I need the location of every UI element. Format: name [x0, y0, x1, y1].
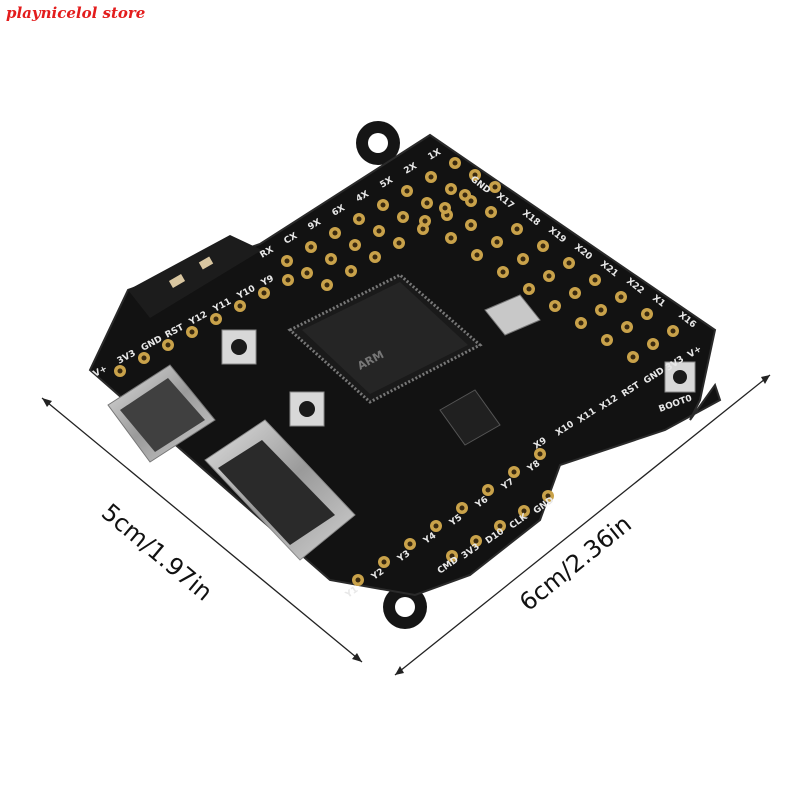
pad-top-left-hole	[285, 277, 291, 283]
micro-usb-port	[107, 364, 216, 463]
pad-grid-hole	[630, 354, 636, 360]
pad-grid-hole	[400, 214, 406, 220]
pad-top-left-hole	[237, 303, 243, 309]
led-1	[168, 274, 186, 288]
pad-bottom-inner-hole	[497, 523, 503, 529]
reset-button	[221, 329, 257, 365]
pad-grid-hole	[420, 226, 426, 232]
pad-grid-hole	[526, 286, 532, 292]
pad-grid-hole	[352, 242, 358, 248]
pad-grid-hole	[650, 341, 656, 347]
pad-grid-hole	[520, 256, 526, 262]
pad-grid-hole	[578, 320, 584, 326]
pin-label: Y1	[343, 585, 360, 601]
pad-grid-hole	[448, 235, 454, 241]
pad-bottom-inner-hole	[473, 538, 479, 544]
pad-grid-hole	[474, 252, 480, 258]
pad-top-left-hole	[141, 355, 147, 361]
secondary-chip	[439, 389, 501, 446]
pad-grid-hole	[462, 192, 468, 198]
pad-bottom-hole	[355, 577, 361, 583]
pad-grid-hole	[428, 174, 434, 180]
pad-grid-hole	[624, 324, 630, 330]
pad-bottom-hole	[407, 541, 413, 547]
pad-grid-hole	[376, 228, 382, 234]
pad-grid-hole	[422, 218, 428, 224]
pad-grid-hole	[472, 172, 478, 178]
width-dimension-label: 5cm/1.97in	[96, 498, 218, 606]
pad-grid-hole	[514, 226, 520, 232]
pad-bottom-inner-hole	[521, 508, 527, 514]
store-watermark: playnicelol store	[6, 4, 146, 22]
pad-grid-hole	[468, 198, 474, 204]
height-arrow-start	[761, 375, 770, 384]
pad-grid-hole	[372, 254, 378, 260]
crystal-oscillator	[484, 294, 541, 336]
pad-top-left-hole	[165, 342, 171, 348]
pad-bottom-hole	[433, 523, 439, 529]
height-dimension-line	[394, 374, 771, 676]
pad-grid-hole	[284, 258, 290, 264]
pad-grid-hole	[546, 273, 552, 279]
pad-grid-hole	[540, 243, 546, 249]
pad-top-left-hole	[213, 316, 219, 322]
pad-grid-hole	[308, 244, 314, 250]
pad-grid-hole	[332, 230, 338, 236]
pad-grid-hole	[448, 186, 454, 192]
width-arrow-start	[42, 398, 52, 407]
pin-labels: V+3V3GNDRSTY12Y11Y10Y9RXCX9X6X4X5X2X1XGN…	[92, 147, 704, 601]
gold-pads	[114, 157, 679, 586]
pad-grid-hole	[396, 240, 402, 246]
arm-mcu-chip: ARM	[287, 273, 483, 404]
pad-bottom-hole	[459, 505, 465, 511]
pad-grid-hole	[380, 202, 386, 208]
pad-grid-hole	[356, 216, 362, 222]
pad-grid-hole	[324, 282, 330, 288]
pad-grid-hole	[500, 269, 506, 275]
pad-grid-hole	[644, 311, 650, 317]
pad-grid-hole	[442, 205, 448, 211]
sd-card-slot	[204, 419, 356, 561]
pad-grid-hole	[592, 277, 598, 283]
pad-grid-hole	[348, 268, 354, 274]
pad-bottom-hole	[511, 469, 517, 475]
pad-grid-hole	[552, 303, 558, 309]
pad-grid-hole	[492, 184, 498, 190]
pad-grid-hole	[328, 256, 334, 262]
pad-grid-hole	[494, 239, 500, 245]
pad-grid-hole	[618, 294, 624, 300]
pad-grid-hole	[604, 337, 610, 343]
pad-grid-hole	[424, 200, 430, 206]
pad-bottom-inner-hole	[545, 493, 551, 499]
pad-grid-hole	[452, 160, 458, 166]
width-dimension-line	[41, 397, 363, 663]
pad-bottom-inner-hole	[449, 553, 455, 559]
pad-bottom-hole	[537, 451, 543, 457]
led-strip	[128, 235, 262, 318]
height-arrow-end	[395, 666, 404, 675]
pad-grid-hole	[670, 328, 676, 334]
pad-top-left-hole	[261, 290, 267, 296]
pad-grid-hole	[468, 222, 474, 228]
led-2	[198, 256, 214, 270]
width-arrow-end	[352, 653, 362, 662]
pad-top-left-hole	[117, 368, 123, 374]
pad-grid-hole	[304, 270, 310, 276]
pad-bottom-hole	[485, 487, 491, 493]
pad-grid-hole	[572, 290, 578, 296]
pad-grid-hole	[404, 188, 410, 194]
pad-grid-hole	[566, 260, 572, 266]
pad-grid-hole	[598, 307, 604, 313]
pad-bottom-hole	[381, 559, 387, 565]
boot-button	[664, 361, 696, 393]
pad-top-left-hole	[189, 329, 195, 335]
pad-grid-hole	[488, 209, 494, 215]
user-button	[289, 391, 325, 427]
